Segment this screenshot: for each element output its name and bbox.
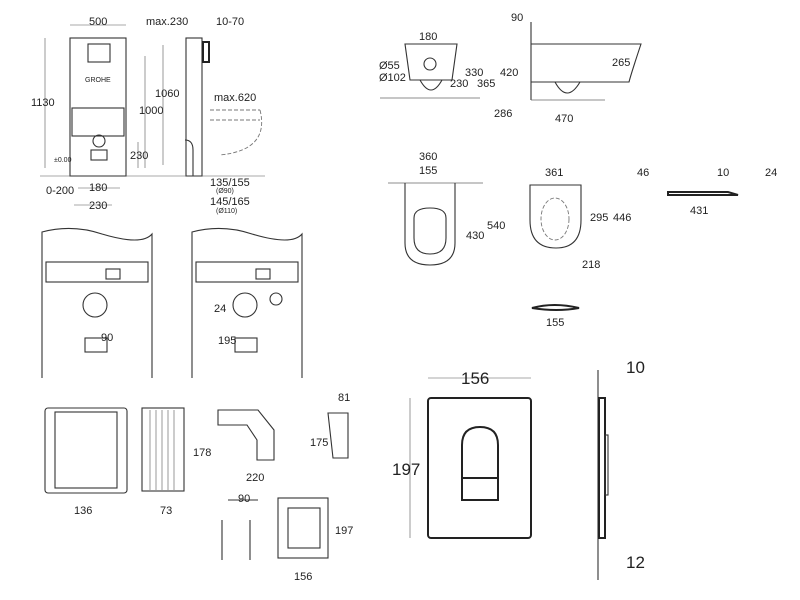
dim-10: 10	[717, 167, 729, 179]
dim-bolt-spacing: 180	[419, 31, 437, 43]
grohe-logo: GROHE	[85, 77, 111, 84]
dim-73: 73	[160, 505, 172, 517]
dim-wall: 90	[511, 12, 523, 24]
pipe-110-note: (Ø110)	[216, 208, 237, 215]
dim-bolts: 155	[419, 165, 437, 177]
dim-min: 286	[494, 108, 512, 120]
dim-90: 90	[238, 493, 250, 505]
dim-height: 1130	[31, 97, 55, 109]
dim-width: 360	[419, 151, 437, 163]
parts-views: 136 73 178 220 81 175 90 197 156	[44, 392, 353, 583]
dim-opening: 295	[590, 212, 608, 224]
dim-drain-offset: 180	[89, 182, 107, 194]
dim-length: 446	[613, 212, 631, 224]
seat-hinge-view: 155	[531, 304, 580, 329]
dim-90: 90	[101, 332, 113, 344]
dim-230: 230	[450, 78, 468, 90]
zero-level: ±0.00	[54, 157, 72, 164]
dim-plate-height: 197	[392, 460, 420, 479]
dim-length: 431	[690, 205, 708, 217]
dim-height: 420	[500, 67, 518, 79]
dim-220: 220	[246, 472, 264, 484]
frame-side-view: max.230 10-70 1060 max.620 135/155 (Ø90)…	[146, 16, 265, 215]
dim-axis: 230	[89, 200, 107, 212]
dim-inlet-height: 1060	[155, 88, 179, 100]
dim-175: 175	[310, 437, 328, 449]
dim-length: 540	[487, 220, 505, 232]
dim-136: 136	[74, 505, 92, 517]
dim-pipe-110: 145/165	[210, 196, 250, 208]
dim-depth: 265	[612, 57, 630, 69]
dim-plate-side-depth: 12	[626, 553, 645, 572]
pipe-90-note: (Ø90)	[216, 188, 234, 195]
dim-hinge-spacing: 155	[546, 317, 564, 329]
dim-330: 330	[465, 67, 483, 79]
dim-floor-adjust: 0-200	[46, 185, 74, 197]
dim-156: 156	[294, 571, 312, 583]
seat-top-view: 361 295 446 218	[529, 167, 631, 271]
dim-plate-gap: 10-70	[216, 16, 244, 28]
dim-365: 365	[477, 78, 495, 90]
dim-drain-height: 230	[130, 150, 148, 162]
bowl-top-view: 360 155 540 430	[388, 151, 505, 266]
dim-d102: Ø102	[379, 72, 406, 84]
bowl-front-view: 180 Ø55 Ø102 330 230 365	[379, 31, 495, 99]
dim-178: 178	[193, 447, 211, 459]
dim-half: 218	[582, 259, 600, 271]
flush-plate-front: 156 197	[392, 369, 532, 539]
dim-flush-height: 1000	[139, 105, 163, 117]
dim-81: 81	[338, 392, 350, 404]
bowl-side-view: 90 420 265 286 470	[494, 12, 642, 125]
dim-width: 500	[89, 16, 107, 28]
frame-front-view: GROHE 500 1130 1000 230 180 230 0-200 ±0…	[31, 16, 163, 212]
flush-plate-side: 10 12	[597, 358, 645, 580]
dim-bowl-projection: max.620	[214, 92, 256, 104]
dim-plate-width: 156	[461, 369, 489, 388]
dim-197: 197	[335, 525, 353, 537]
dim-46: 46	[637, 167, 649, 179]
dim-to-bolt: 430	[466, 230, 484, 242]
dim-24: 24	[214, 303, 226, 315]
dim-length: 470	[555, 113, 573, 125]
dim-plate-depth: 10	[626, 358, 645, 377]
dim-pipe-90: 135/155	[210, 177, 250, 189]
frame-detail-views: 24 90 195	[41, 227, 303, 378]
dim-195: 195	[218, 335, 236, 347]
dim-wall-depth: max.230	[146, 16, 188, 28]
dim-24: 24	[765, 167, 777, 179]
dim-width: 361	[545, 167, 563, 179]
dim-d55: Ø55	[379, 60, 400, 72]
seat-side-view: 46 10 24 431	[637, 167, 777, 217]
